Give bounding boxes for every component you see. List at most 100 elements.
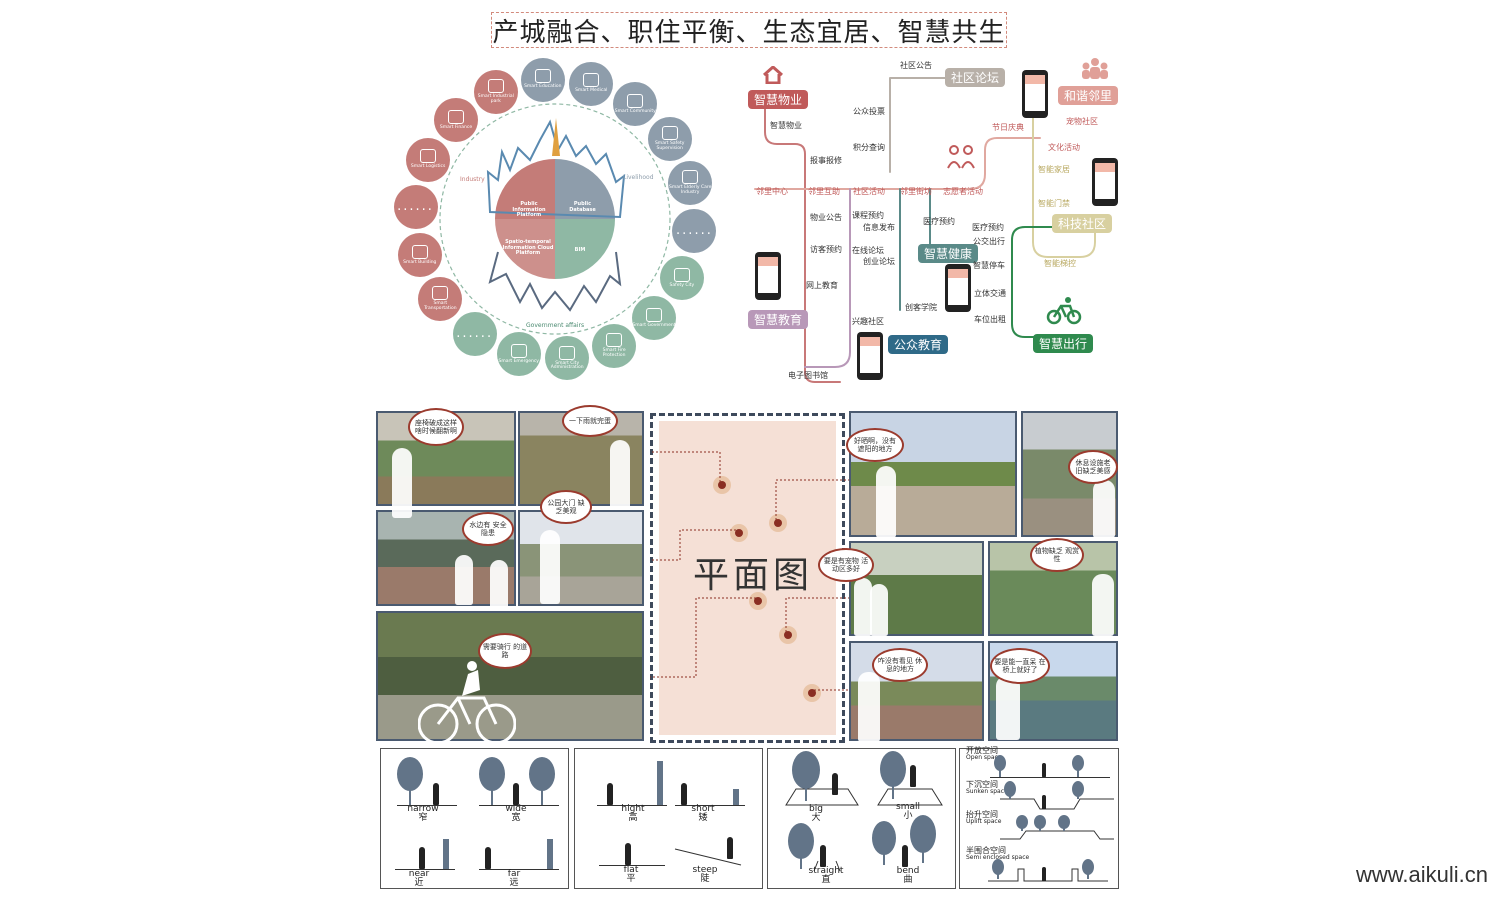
- service-icon: [534, 69, 551, 84]
- speech-bubble: 好晒啊，没有 遮阳的地方: [846, 428, 904, 462]
- ring-node-label: Smart Medical: [575, 88, 608, 94]
- hub-smart-health: 智慧健康: [918, 244, 979, 263]
- ring-node: Smart Finance: [434, 98, 478, 142]
- ring-node: Smart Industrial park: [473, 70, 518, 115]
- hub-community-forum: 社区论坛: [945, 68, 1006, 87]
- station: 志愿者活动: [943, 187, 983, 196]
- human-figure: [910, 765, 916, 787]
- person-silhouette: [996, 676, 1020, 740]
- station: 邻里中心: [756, 187, 788, 196]
- ring-node: Smart Education: [520, 57, 565, 102]
- human-figure: [1042, 795, 1046, 809]
- caption-en: narrow: [407, 804, 439, 814]
- ring-node: Safety City: [659, 256, 704, 301]
- sector-label: Public Information Platform: [512, 201, 546, 218]
- ring-node: ......: [452, 311, 497, 356]
- human-figure: [625, 843, 631, 865]
- plan-pin: [713, 476, 731, 494]
- human-figure: [832, 773, 838, 795]
- hub-smart-education: 智慧教育: [748, 310, 809, 329]
- phone-mockup: [945, 264, 971, 312]
- ring-node-label: Smart Elderly Care Industry: [669, 184, 712, 195]
- hub-public-education: 公众教育: [888, 335, 949, 354]
- station: 智能门禁: [1038, 199, 1070, 208]
- caption-en: far: [507, 869, 521, 879]
- station: 创业论坛: [863, 257, 895, 266]
- station: 节日庆典: [992, 123, 1024, 132]
- human-figure: [485, 847, 491, 869]
- sector-cloud-platform: [495, 219, 555, 279]
- station: 创客学院: [905, 303, 937, 312]
- ring-node: Smart Government: [631, 295, 676, 340]
- phone-mockup: [755, 252, 781, 300]
- person-silhouette: [1093, 480, 1115, 538]
- caption-zh: 大: [811, 813, 821, 824]
- hub-harmonious-neighbor: 和谐邻里: [1058, 86, 1119, 105]
- station: 社区公告: [900, 61, 932, 70]
- station: 宠物社区: [1066, 117, 1098, 126]
- person-silhouette: [1092, 574, 1114, 636]
- ring-node-label: ......: [456, 325, 494, 341]
- service-icon: [510, 343, 527, 358]
- station: 公交出行: [973, 237, 1005, 246]
- caption-zh: 小: [903, 811, 913, 822]
- speech-bubble: 植物缺乏 观赏性: [1030, 538, 1084, 572]
- watermark: www.aikuli.cn: [1355, 862, 1488, 887]
- plan-pin: [749, 592, 767, 610]
- arc-label-government: Government affairs: [526, 322, 585, 329]
- ring-node: Smart Elderly Care Industry: [668, 160, 713, 205]
- human-figure: [1042, 867, 1046, 881]
- human-figure: [1042, 763, 1046, 777]
- ring-node-label: Smart Finance: [439, 124, 473, 130]
- service-icon: [411, 244, 428, 259]
- speech-bubble: 要是有宠物 活动区多好: [818, 548, 874, 582]
- station: 车位出租: [974, 315, 1006, 324]
- ring-node: Smart Emergency: [496, 332, 541, 377]
- smart-city-ring-diagram: Public Information Platform Public Datab…: [380, 52, 730, 392]
- human-figure: [433, 783, 439, 805]
- speech-bubble: 公园大门 缺乏美观: [540, 490, 592, 524]
- caption-zh: 高: [628, 813, 638, 824]
- person-silhouette: [854, 578, 872, 636]
- ring-circle: [439, 103, 671, 335]
- sector-bim: [555, 219, 615, 279]
- phone-mockup: [1022, 70, 1048, 118]
- plan-pin: [769, 514, 787, 532]
- ring-node: ......: [672, 209, 717, 254]
- bicycle-icon: [1046, 296, 1082, 326]
- space-zh: 半围合空间: [966, 846, 1006, 855]
- station: 医疗预约: [972, 223, 1004, 232]
- ring-node: Smart City Administration: [545, 336, 590, 381]
- station: 智慧物业: [770, 121, 802, 130]
- plan-map: 平面图: [650, 413, 845, 743]
- ring-node-label: Smart Logistics: [410, 164, 446, 170]
- station: 邻里互助: [808, 187, 840, 196]
- caption-en: hight: [621, 804, 645, 814]
- speech-bubble: 咋没有看见 休息的地方: [872, 648, 928, 682]
- ring-node: Smart Safety Supervision: [647, 116, 692, 161]
- station: 社区活动: [853, 187, 885, 196]
- speech-bubble: 休息设施老 旧缺乏美感: [1068, 450, 1118, 484]
- ring-node-label: Smart Education: [524, 84, 562, 90]
- station: 医疗预约: [923, 217, 955, 226]
- sector-public-information-platform: [495, 159, 555, 219]
- person-silhouette: [540, 530, 560, 604]
- person-silhouette: [610, 440, 630, 510]
- station: 智能家居: [1038, 165, 1070, 174]
- wall-block: [443, 839, 449, 869]
- wall-block: [733, 789, 739, 805]
- wall-block: [547, 839, 553, 869]
- ring-node: Smart Logistics: [406, 137, 451, 182]
- page-title: 产城融合、职住平衡、生态宜居、智慧共生: [491, 12, 1007, 48]
- wall-block: [657, 761, 663, 805]
- hub-smart-property: 智慧物业: [748, 90, 809, 109]
- ring-node-label: Smart Safety Supervision: [654, 140, 685, 151]
- ring-node: Smart Community: [613, 82, 658, 127]
- space-en: Uplift space: [966, 818, 1002, 826]
- ring-node-label: Smart Building: [403, 259, 437, 265]
- ring-node: Smart Medical: [569, 61, 614, 106]
